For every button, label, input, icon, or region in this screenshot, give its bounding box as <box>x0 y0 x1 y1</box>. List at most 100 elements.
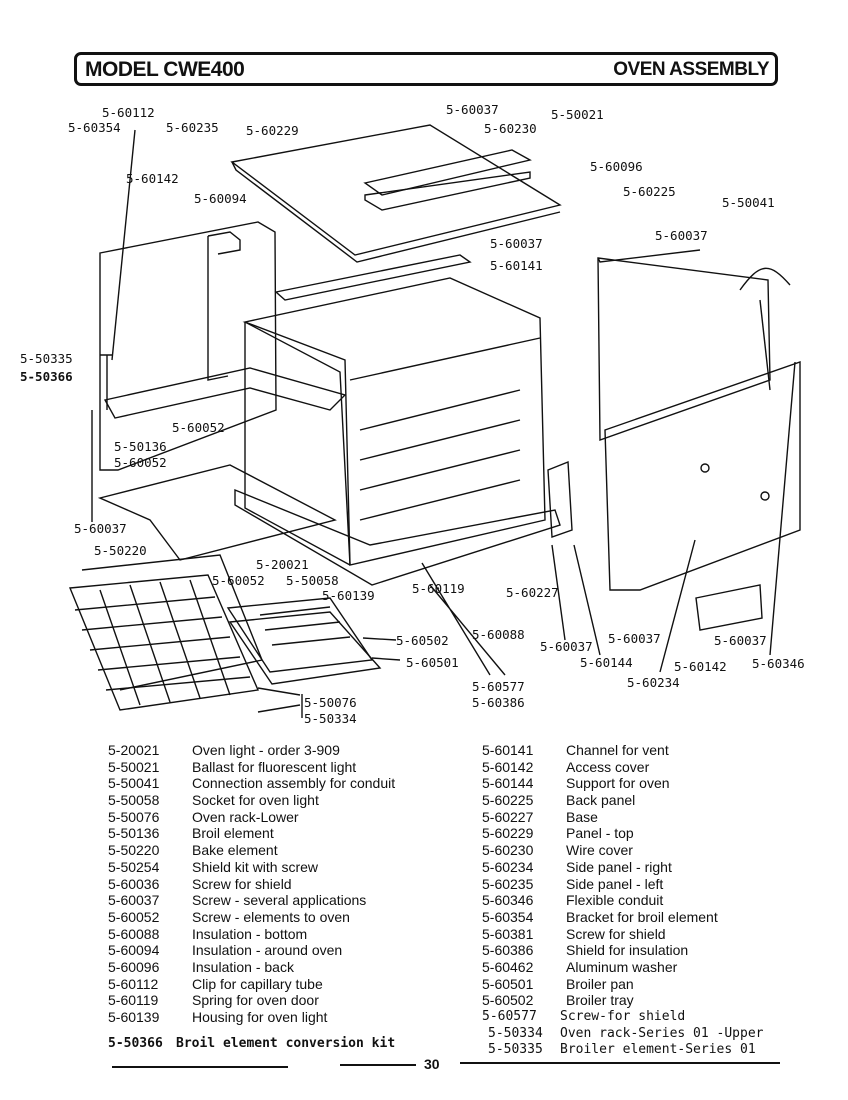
part-description: Support for oven <box>566 775 670 792</box>
callout-label: 5-50136 <box>114 439 167 454</box>
part-number: 5-60229 <box>482 825 534 842</box>
part-description: Socket for oven light <box>192 792 319 809</box>
parts-row: 5-60577 Screw-for shield <box>482 1009 802 1026</box>
part-description: Broil element <box>192 825 274 842</box>
part-description: Screw - several applications <box>192 892 367 909</box>
part-number: 5-60234 <box>482 858 534 875</box>
part-number: 5-60230 <box>482 842 534 859</box>
callout-label: 5-60119 <box>412 581 465 596</box>
part-number: 5-60354 <box>482 908 534 925</box>
part-number: 5-60502 <box>482 992 534 1009</box>
callout-label: 5-60225 <box>623 184 676 199</box>
footer-rule-left <box>112 1066 288 1068</box>
part-number: 5-60462 <box>482 958 534 975</box>
part-number: 5-50058 <box>108 792 160 809</box>
callout-label: 5-50021 <box>551 107 604 122</box>
part-number: 5-60036 <box>108 875 160 892</box>
part-number: 5-50041 <box>108 775 160 792</box>
part-description: Housing for oven light <box>192 1009 328 1025</box>
model-title: MODEL CWE400 <box>85 58 245 81</box>
parts-row: 5-60354 Bracket for broil element <box>482 909 802 926</box>
part-number: 5-60142 <box>482 758 534 775</box>
part-number: 5-60227 <box>482 808 534 825</box>
part-description: Channel for vent <box>566 742 669 758</box>
parts-row: 5-60094 Insulation - around oven <box>108 942 448 959</box>
callout-label: 5-60227 <box>506 585 559 600</box>
part-number: 5-50254 <box>108 858 160 875</box>
part-description: Screw-for shield <box>560 1009 686 1024</box>
callout-label: 5-20021 <box>256 557 309 572</box>
part-description: Spring for oven door <box>192 992 319 1009</box>
callout-label: 5-60112 <box>102 105 155 120</box>
parts-row: 5-60234 Side panel - right <box>482 859 802 876</box>
callout-label: 5-60386 <box>472 695 525 710</box>
callout-label: 5-60234 <box>627 675 680 690</box>
part-description: Insulation - around oven <box>192 942 343 959</box>
part-description: Shield kit with screw <box>192 858 319 875</box>
part-number: 5-60577 <box>482 1009 537 1024</box>
part-description: Shield for insulation <box>566 942 689 959</box>
callout-label: 5-60037 <box>655 228 708 243</box>
part-number: 5-50334 <box>488 1025 543 1041</box>
wire-cover-shape <box>363 149 532 196</box>
footer-rule-mid <box>340 1064 416 1066</box>
part-description: Side panel - right <box>566 858 672 875</box>
callout-label: 5-60052 <box>212 573 265 588</box>
part-description: Ballast for fluorescent light <box>192 758 357 775</box>
callout-label: 5-60037 <box>714 633 767 648</box>
part-number: 5-50366 <box>108 1035 163 1051</box>
part-number: 5-50335 <box>488 1042 543 1058</box>
part-number: 5-60235 <box>482 875 534 892</box>
part-number: 5-60225 <box>482 792 534 809</box>
part-number: 5-20021 <box>108 742 160 758</box>
vent-channel-shape <box>274 254 472 301</box>
part-number: 5-50136 <box>108 825 160 842</box>
part-description: Screw - elements to oven <box>192 908 350 925</box>
part-description: Oven rack-Series 01 -Upper <box>560 1025 764 1041</box>
callout-label: 5-60235 <box>166 120 219 135</box>
part-number: 5-60141 <box>482 742 534 758</box>
part-description: Screw for shield <box>192 875 292 892</box>
callout-label: 5-60502 <box>396 633 449 648</box>
callout-label: 5-60501 <box>406 655 459 670</box>
part-description: Side panel - left <box>566 875 664 892</box>
part-description: Insulation - bottom <box>192 925 308 942</box>
part-number: 5-60144 <box>482 775 534 792</box>
callout-label: 5-60354 <box>68 120 121 135</box>
callout-label: 5-50334 <box>304 711 357 726</box>
callout-label: 5-60037 <box>540 639 593 654</box>
access-cover-shape <box>695 584 763 631</box>
callout-label: 5-60346 <box>752 656 805 671</box>
parts-row: 5-50254 Shield kit with screw <box>108 859 448 876</box>
callout-label: 5-60096 <box>590 159 643 174</box>
callout-label: 5-50335 <box>20 351 73 366</box>
part-number: 5-60346 <box>482 892 534 909</box>
page-number: 30 <box>424 1056 440 1072</box>
callout-label: 5-50076 <box>304 695 357 710</box>
back-panel-shape <box>597 257 771 441</box>
callout-label: 5-60037 <box>74 521 127 536</box>
parts-row: 5-60141 Channel for vent <box>482 742 802 759</box>
part-description: Bracket for broil element <box>566 908 718 925</box>
part-number: 5-50220 <box>108 842 160 859</box>
part-number: 5-60094 <box>108 942 160 959</box>
callout-label: 5-60094 <box>194 191 247 206</box>
base-shape <box>234 488 561 586</box>
section-title: OVEN ASSEMBLY <box>613 59 769 80</box>
callout-label: 5-50366 <box>20 369 73 384</box>
